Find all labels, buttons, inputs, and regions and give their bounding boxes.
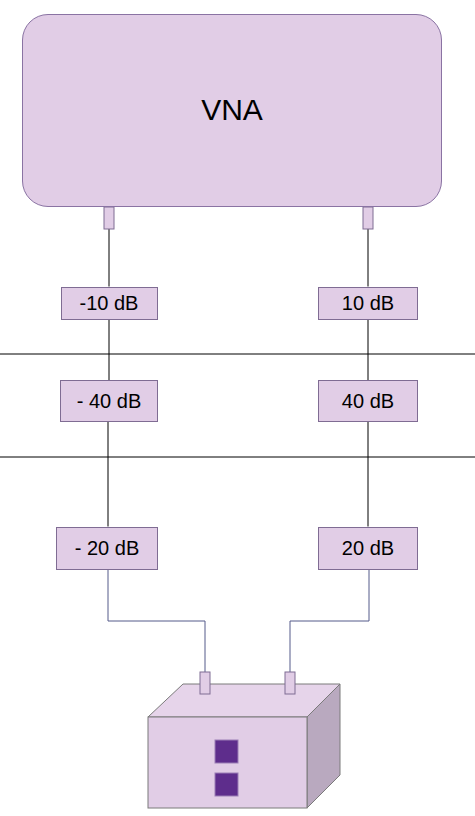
device-front xyxy=(148,717,307,808)
cable xyxy=(108,570,205,672)
node-label: -10 dB xyxy=(80,292,139,315)
amplifier-box: 10 dB xyxy=(318,287,418,320)
instrument-box: VNA xyxy=(22,14,442,207)
device-port xyxy=(285,672,295,694)
stage-divider xyxy=(0,354,475,355)
device-indicator xyxy=(215,740,238,763)
amplifier-box: 40 dB xyxy=(318,380,418,422)
cable xyxy=(290,570,369,672)
signal-line xyxy=(368,422,369,527)
attenuator-box: -10 dB xyxy=(61,287,158,320)
amplifier-box: 20 dB xyxy=(318,527,418,570)
attenuator-box: - 20 dB xyxy=(56,527,158,570)
node-label: - 40 dB xyxy=(77,390,141,413)
stage-divider xyxy=(0,457,475,458)
device-port xyxy=(200,672,210,694)
node-label: VNA xyxy=(201,93,263,127)
device-indicator xyxy=(215,773,238,796)
signal-line xyxy=(108,422,109,527)
signal-line xyxy=(109,320,110,381)
node-label: 40 dB xyxy=(342,390,394,413)
node-label: 20 dB xyxy=(342,537,394,560)
node-label: 10 dB xyxy=(342,292,394,315)
device-side xyxy=(307,684,340,808)
device-top xyxy=(148,684,340,717)
node-label: - 20 dB xyxy=(75,537,139,560)
vna-port xyxy=(104,207,114,229)
signal-line xyxy=(368,320,369,381)
vna-port xyxy=(363,207,373,229)
attenuator-box: - 40 dB xyxy=(60,380,158,422)
